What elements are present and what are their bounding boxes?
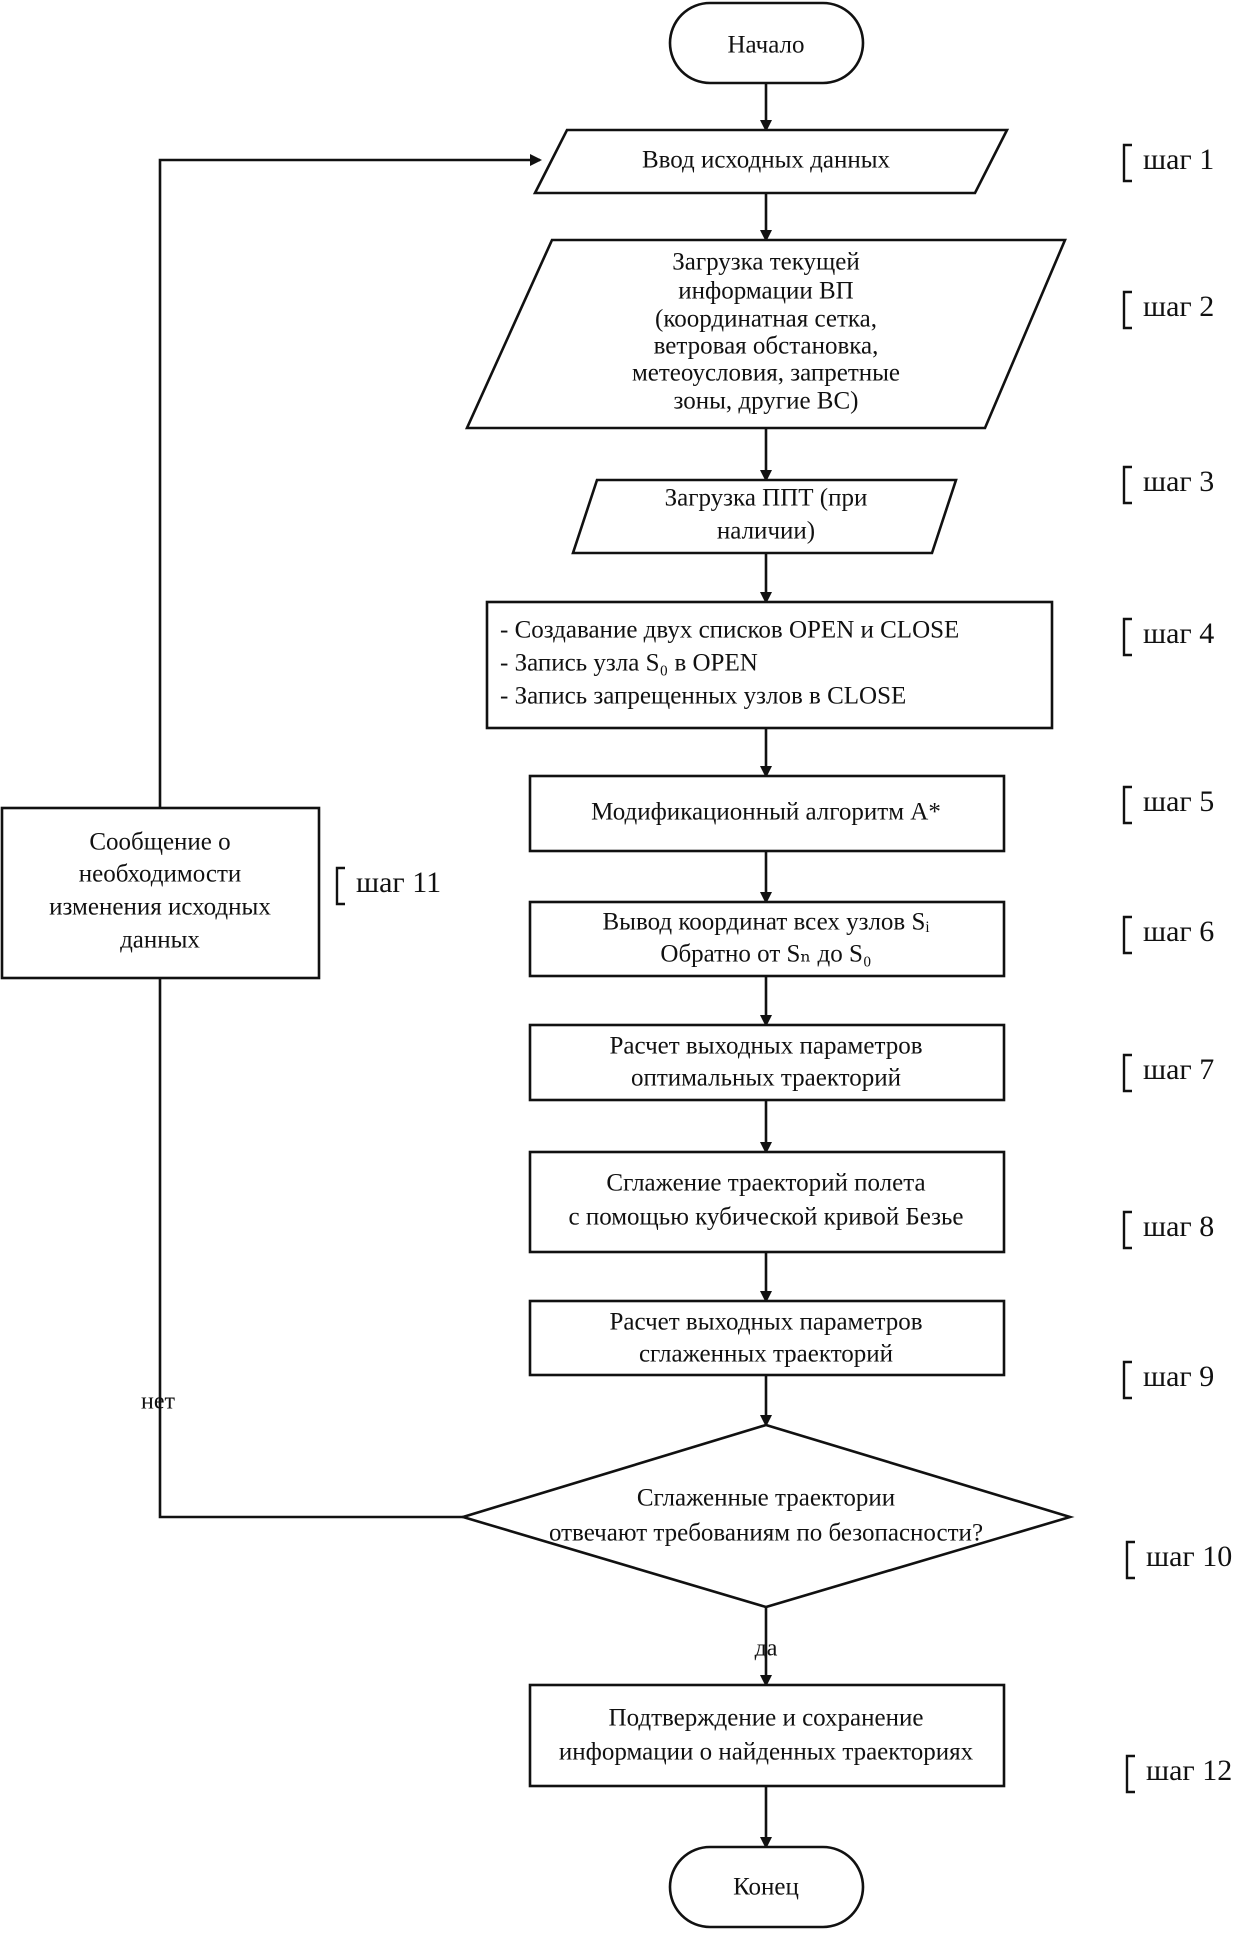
node-message-line-3: изменения исходных xyxy=(49,894,271,921)
node-smoothing: Сглажение траекторий полета с помощью ку… xyxy=(528,1150,1006,1254)
edges xyxy=(158,83,772,1849)
edge-label-no: нет xyxy=(141,1389,175,1415)
node-input-label: Ввод исходных данных xyxy=(642,147,891,174)
node-start-label: Начало xyxy=(727,32,804,59)
node-load-current: Загрузка текущей информации ВП (координа… xyxy=(464,238,1067,430)
node-output-coords-line-2: Обратно от Sₙ до S₀ xyxy=(660,941,871,968)
step-annotation-4: шаг 4 xyxy=(1122,617,1214,657)
node-smoothing-line-2: с помощью кубической кривой Безье xyxy=(568,1204,963,1231)
node-lists: - Создавание двух списков OPEN и CLOSE -… xyxy=(485,600,1054,730)
node-confirm: Подтверждение и сохранение информации о … xyxy=(528,1683,1006,1788)
node-load-current-line-2: информации ВП xyxy=(678,278,853,305)
node-load-current-line-5: метеоусловия, запретные xyxy=(632,360,900,387)
step-label-10: шаг 10 xyxy=(1146,1540,1232,1573)
node-calc-optimal-line-1: Расчет выходных параметров xyxy=(609,1033,922,1060)
node-output-coords: Вывод координат всех узлов Sᵢ Обратно от… xyxy=(528,900,1006,978)
node-load-current-line-1: Загрузка текущей xyxy=(672,249,860,276)
step-annotation-10: шаг 10 xyxy=(1125,1540,1232,1580)
node-calc-smoothed-line-1: Расчет выходных параметров xyxy=(609,1309,922,1336)
node-lists-line-3: - Запись запрещенных узлов в CLOSE xyxy=(500,683,906,710)
node-decision-line-2: отвечают требованиям по безопасности? xyxy=(549,1520,983,1547)
step-annotation-3: шаг 3 xyxy=(1122,465,1214,505)
edge-message-input xyxy=(158,154,542,808)
node-lists-line-2: - Запись узла S₀ в OPEN xyxy=(500,650,758,677)
node-load-ppt-line-1: Загрузка ППТ (при xyxy=(665,485,868,512)
node-decision-line-1: Сглаженные траектории xyxy=(637,1485,895,1512)
step-label-9: шаг 9 xyxy=(1143,1360,1214,1393)
edge-label-yes: да xyxy=(755,1636,778,1662)
node-calc-smoothed-line-2: сглаженных траекторий xyxy=(639,1341,893,1368)
step-annotation-2: шаг 2 xyxy=(1122,290,1214,330)
node-lists-line-1: - Создавание двух списков OPEN и CLOSE xyxy=(500,617,959,644)
edge-decision-no-message xyxy=(158,978,463,1519)
node-load-current-line-3: (координатная сетка, xyxy=(655,306,877,333)
step-annotation-12: шаг 12 xyxy=(1125,1754,1232,1794)
step-annotation-11: шаг 11 xyxy=(335,866,441,906)
step-label-3: шаг 3 xyxy=(1143,465,1214,498)
node-smoothing-line-1: Сглажение траекторий полета xyxy=(606,1170,925,1197)
node-calc-smoothed: Расчет выходных параметров сглаженных тр… xyxy=(528,1299,1006,1377)
step-label-2: шаг 2 xyxy=(1143,290,1214,323)
node-confirm-line-1: Подтверждение и сохранение xyxy=(609,1705,924,1732)
step-annotation-9: шаг 9 xyxy=(1122,1360,1214,1400)
node-load-current-line-4: ветровая обстановка, xyxy=(654,333,879,360)
node-load-ppt-line-2: наличии) xyxy=(717,518,815,545)
step-label-4: шаг 4 xyxy=(1143,617,1214,650)
step-label-5: шаг 5 xyxy=(1143,785,1214,818)
node-message-line-1: Сообщение о xyxy=(89,829,230,856)
step-annotation-5: шаг 5 xyxy=(1122,785,1214,825)
step-label-7: шаг 7 xyxy=(1143,1053,1214,1086)
step-label-1: шаг 1 xyxy=(1143,143,1214,176)
step-label-12: шаг 12 xyxy=(1146,1754,1232,1787)
node-message-line-4: данных xyxy=(120,927,200,954)
node-astar: Модификационный алгоритм А* xyxy=(528,774,1006,853)
step-annotation-8: шаг 8 xyxy=(1122,1210,1214,1250)
step-label-6: шаг 6 xyxy=(1143,915,1214,948)
node-decision: Сглаженные траектории отвечают требовани… xyxy=(458,1423,1075,1609)
node-output-coords-line-1: Вывод координат всех узлов Sᵢ xyxy=(603,909,930,936)
step-annotation-1: шаг 1 xyxy=(1122,143,1214,183)
node-message: Сообщение о необходимости изменения исхо… xyxy=(0,806,321,980)
node-confirm-line-2: информации о найденных траекториях xyxy=(559,1739,974,1766)
node-start: Начало xyxy=(668,1,865,85)
step-label-11: шаг 11 xyxy=(356,866,441,899)
node-end-label: Конец xyxy=(733,1874,799,1901)
step-label-8: шаг 8 xyxy=(1143,1210,1214,1243)
node-calc-optimal-line-2: оптимальных траекторий xyxy=(631,1065,901,1092)
node-load-ppt: Загрузка ППТ (при наличии) xyxy=(571,478,958,555)
node-message-line-2: необходимости xyxy=(79,861,242,888)
step-annotations: шаг 1 шаг 2 шаг 3 шаг 4 шаг 5 шаг 6 шаг … xyxy=(335,143,1232,1794)
node-load-current-line-6: зоны, другие ВС) xyxy=(674,388,859,415)
node-input: Ввод исходных данных xyxy=(532,128,1010,195)
step-annotation-6: шаг 6 xyxy=(1122,915,1214,955)
step-annotation-7: шаг 7 xyxy=(1122,1053,1214,1093)
node-astar-label: Модификационный алгоритм А* xyxy=(591,799,941,826)
node-calc-optimal: Расчет выходных параметров оптимальных т… xyxy=(528,1023,1006,1102)
node-end: Конец xyxy=(668,1845,865,1929)
